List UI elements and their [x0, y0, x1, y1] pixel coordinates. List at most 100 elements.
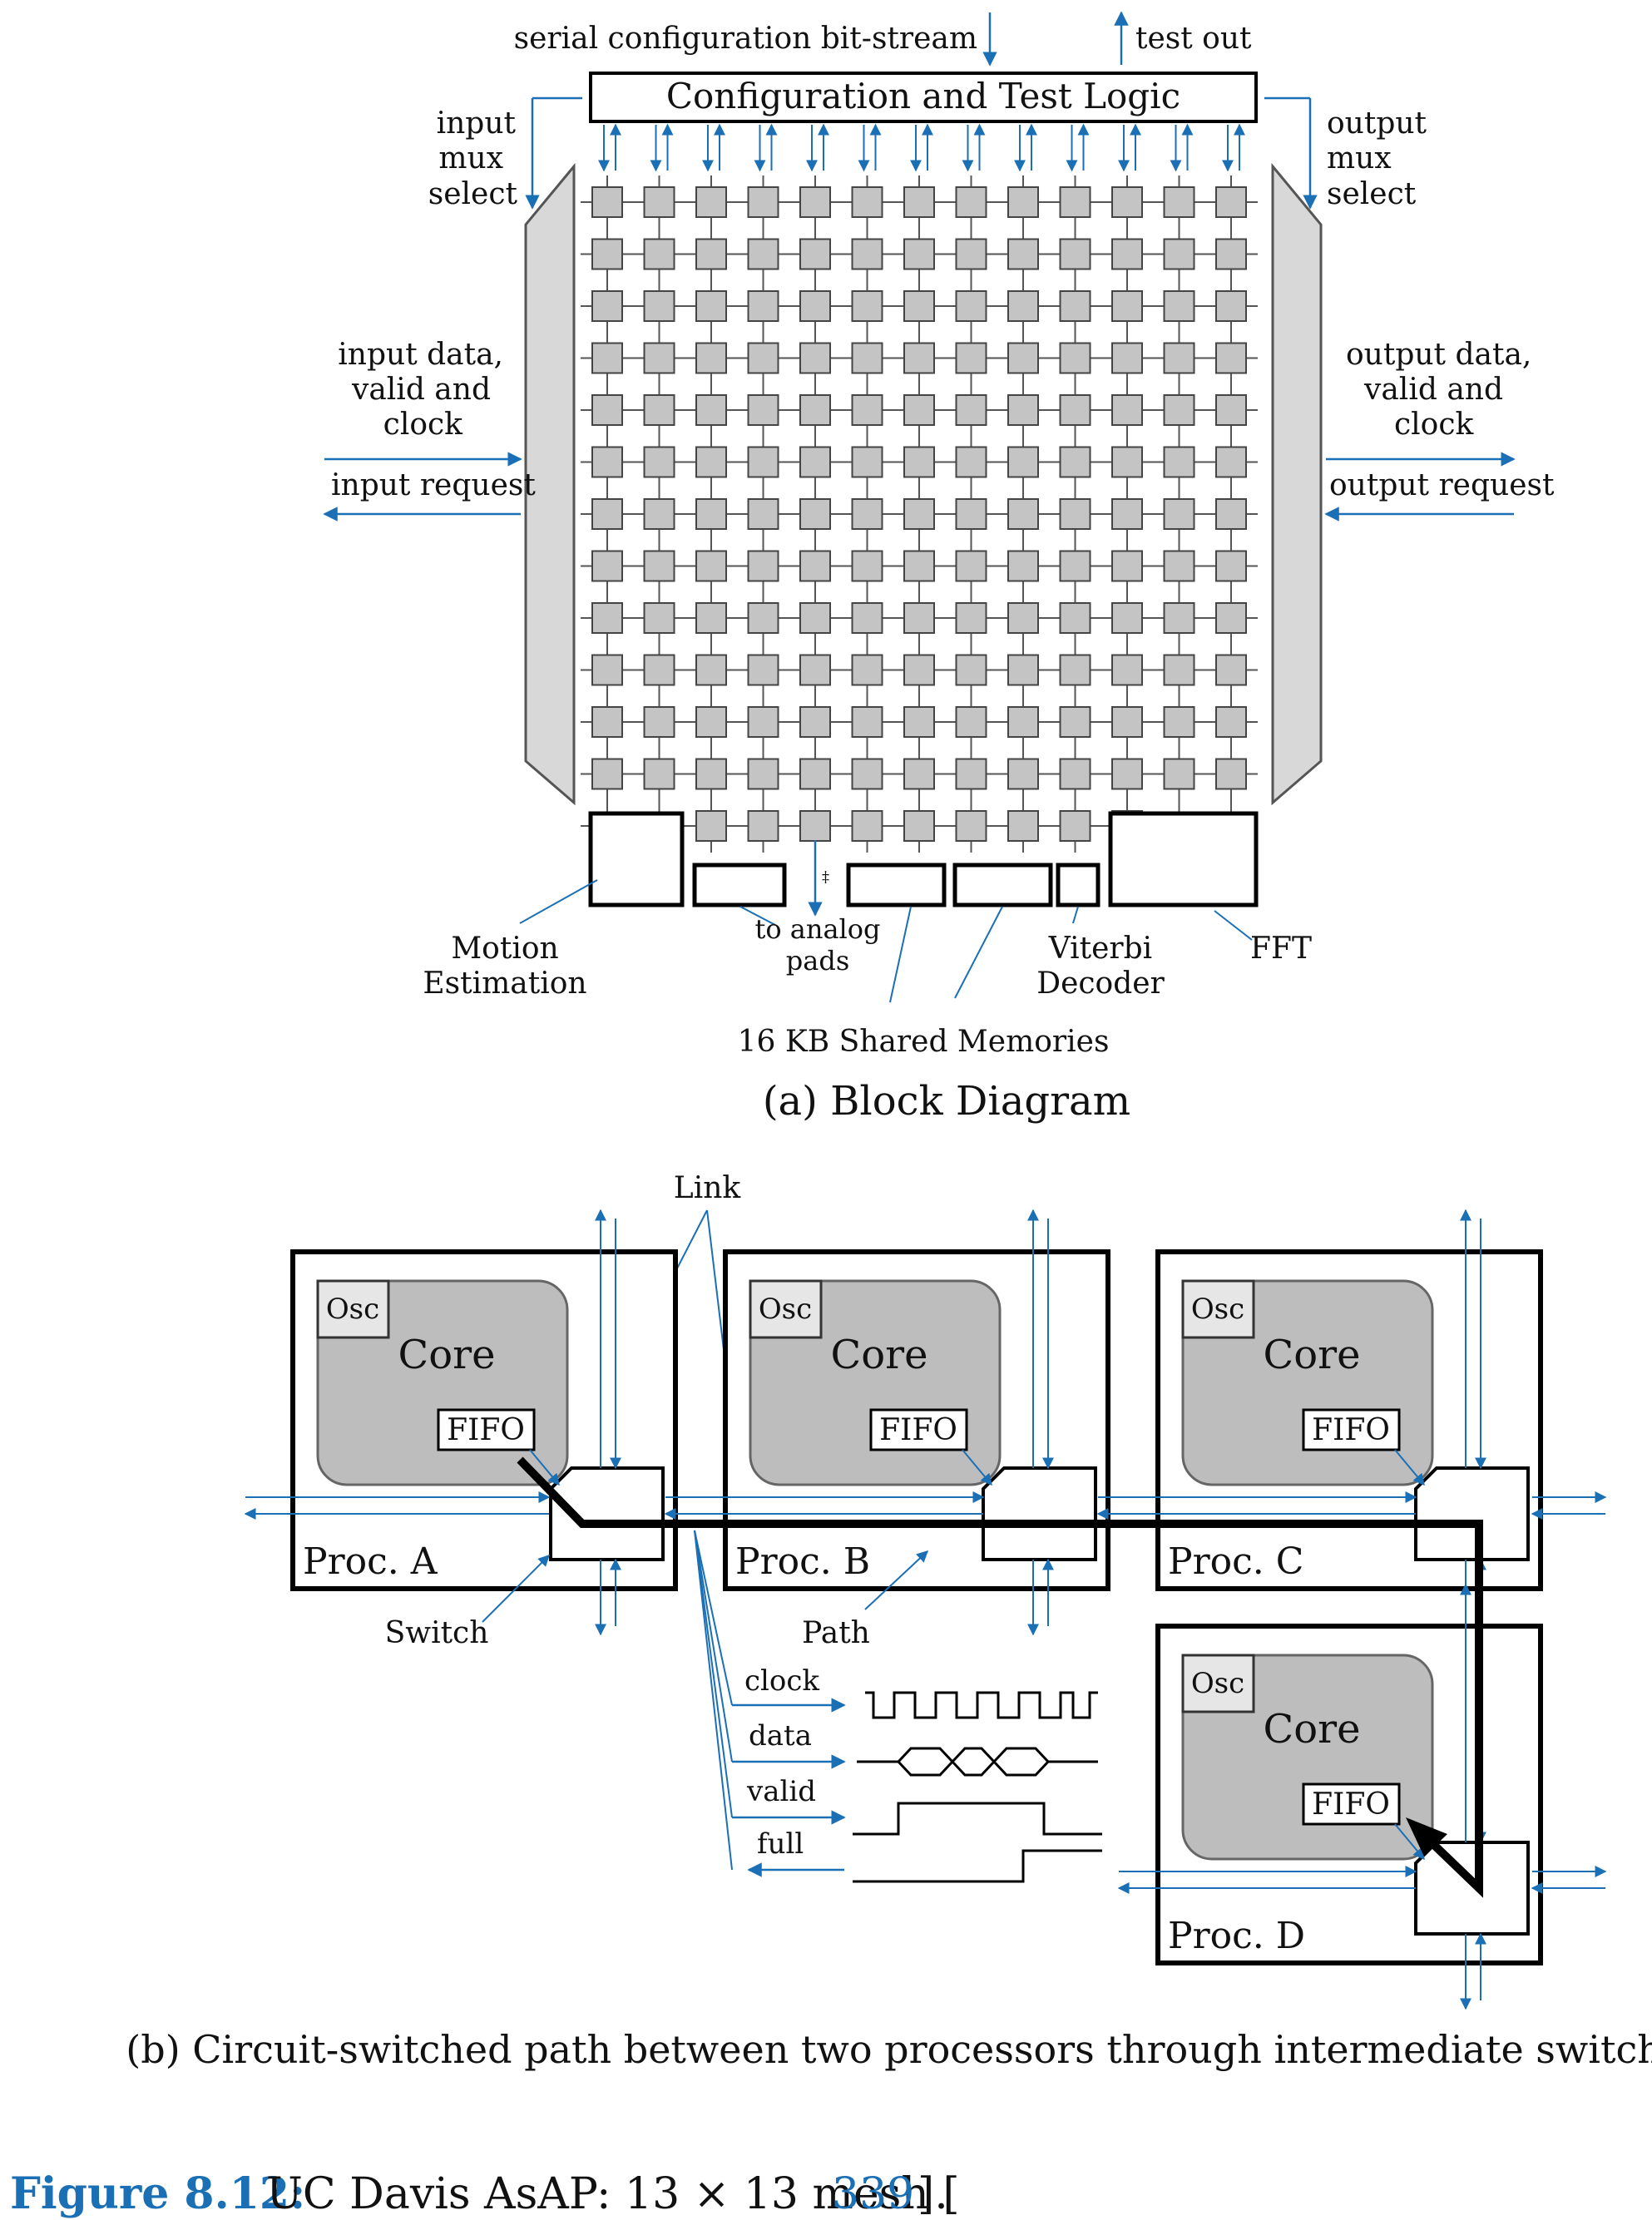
mesh-tile [851, 342, 883, 374]
mesh-tile [1007, 186, 1039, 218]
mesh-tile [695, 186, 727, 218]
mesh-tile [1059, 550, 1091, 582]
mesh-tile [1059, 446, 1091, 478]
mesh-tile [955, 758, 987, 790]
mesh-tile [1007, 394, 1039, 426]
motion-label-2: Estimation [423, 967, 586, 1001]
mesh-tile [695, 290, 727, 322]
mesh-tile [1059, 394, 1091, 426]
proc-label: Proc. B [735, 1540, 870, 1583]
mesh-tile [1163, 758, 1195, 790]
proc-label: Proc. A [303, 1540, 438, 1583]
mesh-tile [1007, 550, 1039, 582]
mesh-tile [955, 654, 987, 686]
mesh-tile [799, 290, 831, 322]
signal-clock: clock [744, 1664, 819, 1698]
mesh-tile [1111, 238, 1143, 270]
mesh-tile [799, 706, 831, 738]
core-label: Core [1264, 1706, 1361, 1753]
mesh-tile [1163, 238, 1195, 270]
mesh-tile [591, 446, 623, 478]
mesh-tile [747, 758, 779, 790]
analog-label-2: pads [786, 945, 849, 977]
mesh-tile [799, 238, 831, 270]
input-mux-select-label-1: input [437, 106, 517, 141]
mesh-tile [1163, 446, 1195, 478]
mesh-tile [747, 498, 779, 530]
mesh-tile [903, 758, 935, 790]
mesh-tile [955, 238, 987, 270]
mesh-tile [903, 602, 935, 634]
mesh-tile [695, 342, 727, 374]
mesh-tile [643, 706, 675, 738]
link-label: Link [674, 1171, 742, 1205]
core-label: Core [831, 1332, 928, 1378]
mesh-tile [591, 602, 623, 634]
mesh-tile [955, 706, 987, 738]
mesh-tile [591, 342, 623, 374]
mesh-tile [1059, 758, 1091, 790]
mesh-tile [643, 498, 675, 530]
mesh-tile [851, 498, 883, 530]
mesh-tile [955, 186, 987, 218]
fifo-link [529, 1449, 560, 1486]
path-label: Path [802, 1616, 870, 1650]
mesh-tile [851, 706, 883, 738]
mesh-tile [747, 706, 779, 738]
mesh-tile [591, 290, 623, 322]
fifo-box [869, 1408, 968, 1451]
signal-fanout: clock data valid full [694, 1530, 846, 1877]
mesh-tile [643, 394, 675, 426]
mesh-tile [591, 238, 623, 270]
signal-data: data [749, 1719, 812, 1753]
mesh-tile [695, 706, 727, 738]
mesh-tile [799, 810, 831, 842]
mesh-tile [695, 550, 727, 582]
mesh-tile [591, 394, 623, 426]
mesh-tile [1215, 706, 1247, 738]
figure-label: Figure 8.12: [10, 2168, 305, 2219]
osc-box [316, 1279, 390, 1339]
fifo-label: FIFO [1312, 1413, 1390, 1447]
test-out-label: test out [1135, 22, 1252, 56]
mesh-tile [1111, 446, 1143, 478]
mesh-tile [903, 394, 935, 426]
mesh-tile [1111, 342, 1143, 374]
mesh-tile [747, 394, 779, 426]
mesh-tile [643, 238, 675, 270]
fifo-link [1394, 1449, 1425, 1486]
switch-box [1414, 1466, 1530, 1561]
mesh-tile [955, 342, 987, 374]
switch-box [1414, 1841, 1530, 1936]
mesh-tile [747, 550, 779, 582]
input-mux [524, 162, 576, 806]
mesh-tile [695, 446, 727, 478]
waveforms [853, 1691, 1102, 1883]
mesh-tile [903, 342, 935, 374]
mesh-tile [1007, 446, 1039, 478]
mesh-tile [903, 706, 935, 738]
mesh-tile [747, 446, 779, 478]
mesh-tile [903, 810, 935, 842]
mesh-tile [1163, 186, 1195, 218]
figure-ref: 339 [832, 2169, 914, 2219]
mesh-tile [799, 394, 831, 426]
circuit-path [517, 1456, 1483, 1898]
mesh-tile [747, 654, 779, 686]
osc-label: Osc [326, 1293, 379, 1326]
mesh-tile [1163, 394, 1195, 426]
osc-box [749, 1279, 823, 1339]
mesh-tile [1111, 394, 1143, 426]
mesh-tile [1215, 602, 1247, 634]
output-data-label-3: clock [1394, 408, 1475, 442]
osc-box [1181, 1279, 1255, 1339]
mesh-tile [591, 550, 623, 582]
mesh-tile [695, 238, 727, 270]
shared-memory-3 [952, 863, 1053, 907]
processor-mesh [581, 176, 1258, 853]
output-mux [1271, 162, 1323, 806]
